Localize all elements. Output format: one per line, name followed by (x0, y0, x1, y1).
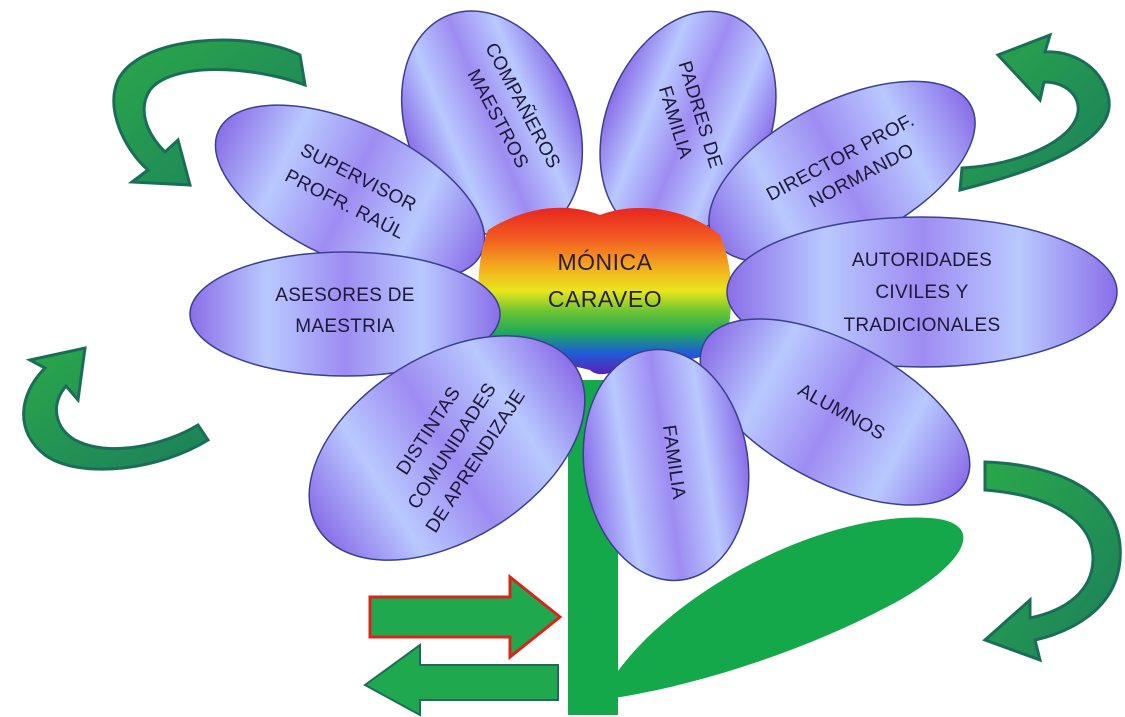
center-line-1: MÓNICA (558, 249, 653, 275)
petal-asesores-line-1: ASESORES DE (275, 285, 415, 306)
petal-comunidades (308, 335, 586, 561)
center-line-2: CARAVEO (548, 286, 662, 312)
curved-arrow-top-left-icon (112, 38, 307, 187)
petal-autoridades (726, 216, 1118, 368)
petal-alumnos (699, 318, 971, 506)
curved-arrow-bottom-right-icon (982, 460, 1122, 663)
curved-arrow-left-icon (22, 346, 211, 471)
petal-asesores-line-2: MAESTRIA (295, 316, 395, 337)
petal-asesores (189, 251, 501, 377)
curved-arrow-top-right-icon (958, 32, 1111, 192)
arrow-left-icon (363, 643, 559, 717)
center-label: MÓNICA CARAVEO (548, 249, 662, 312)
petal-label-autoridades: AUTORIDADES CIVILES Y TRADICIONALES (844, 250, 1001, 336)
petals (189, 10, 1118, 582)
arrow-right-red-outline-icon (368, 573, 563, 661)
petal-autoridades-line-3: TRADICIONALES (844, 315, 1001, 336)
petal-autoridades-line-1: AUTORIDADES (852, 250, 992, 271)
petal-autoridades-line-2: CIVILES Y (875, 282, 968, 303)
center-hub (478, 207, 732, 375)
leaf (600, 517, 964, 700)
petal-familia (582, 348, 750, 582)
petal-label-asesores: ASESORES DE MAESTRIA (275, 285, 415, 337)
